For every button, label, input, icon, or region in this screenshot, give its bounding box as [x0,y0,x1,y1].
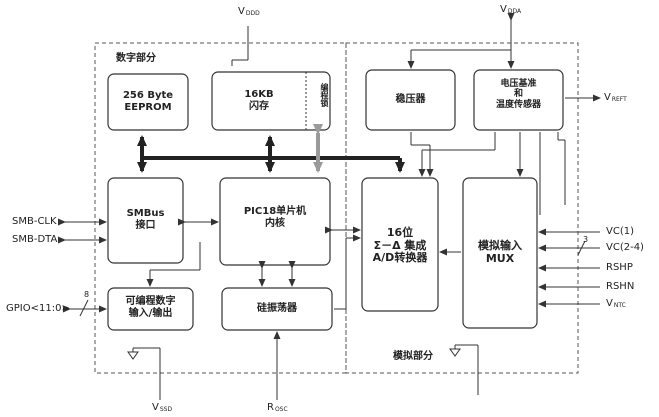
signal-wires [58,13,601,400]
vc1-pin: VC(1) [606,226,634,237]
internal-data-bus [137,135,405,173]
analog-section-boundary [345,42,579,374]
gpio-bus-width: 8 [84,290,90,299]
vc24-pin: VC(2-4) [606,242,644,253]
osc-block [221,287,333,331]
flash-lock-label: 编程锁 [320,83,329,107]
vref-label: 电压基准和温度传感器 [495,79,541,110]
cpu-label: PIC18单片机内核 [243,206,307,229]
vntc-pin: VNTC [606,298,626,309]
regulator-label: 稳压器 [395,94,426,105]
osc-label: 硅振荡器 [257,303,297,314]
vref-out-label: VREFT [604,92,627,103]
gpio-block-label: 可编程数字输入/输出 [125,296,176,319]
gpio-block [107,287,194,331]
eeprom-block [107,73,189,131]
rshp-pin: RSHP [606,262,633,273]
vref-block [473,69,564,131]
smb-clk-pin: SMB-CLK [12,216,57,227]
digital-ground-icon [127,351,139,360]
gpio-pin: GPIO<11:0> [6,303,70,314]
vddd-label: VDDD [238,6,260,17]
vss-label: VSSD [152,402,173,413]
vc-bus-width: 3 [583,235,589,244]
analog-section-title: 模拟部分 [393,351,433,362]
vdda-label: VDDA [500,4,522,15]
rshn-pin: RSHN [606,281,635,292]
adc-block [361,177,439,312]
cpu-block [219,177,331,266]
mux-block [462,177,538,329]
regulator-block [365,69,456,131]
flash-block [211,71,331,131]
smb-dta-pin: SMB-DTA [12,234,58,245]
digital-section-title: 数字部分 [116,53,156,64]
analog-ground-icon [449,348,461,357]
rosc-label: ROSC [267,402,288,413]
